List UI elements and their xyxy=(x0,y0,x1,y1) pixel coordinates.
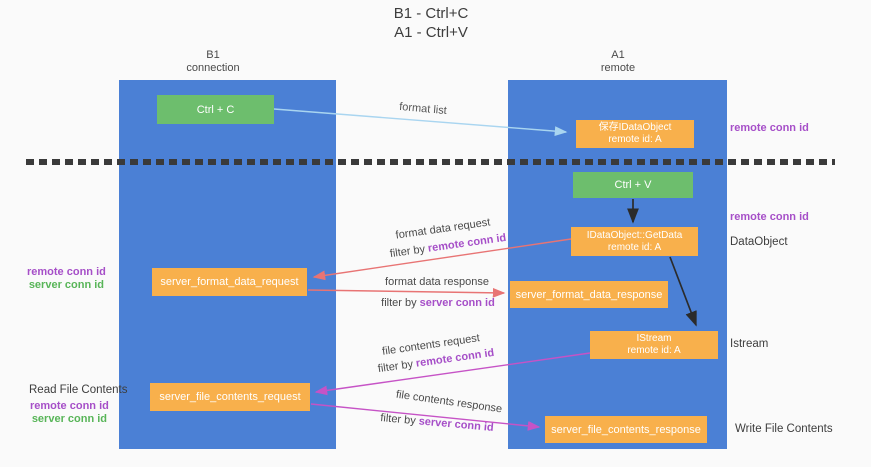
write-file-contents-label: Write File Contents xyxy=(735,423,833,435)
format-data-response-label: format data response xyxy=(385,276,489,288)
filter-by-prefix: filter by xyxy=(389,243,426,261)
remote-conn-id-label-top: remote conn id xyxy=(730,122,809,134)
arrow-format-data-response xyxy=(307,287,506,298)
copy-paste-divider-line xyxy=(26,159,835,165)
title-line-2: A1 - Ctrl+V xyxy=(394,24,468,41)
server-file-contents-response-box: server_file_contents_response xyxy=(545,416,707,443)
getdata-remote-id: remote id: A xyxy=(607,241,662,253)
istream-side-label: Istream xyxy=(730,338,769,350)
istream-label: IStream xyxy=(636,333,672,344)
server-format-data-request-box: server_format_data_request xyxy=(152,268,307,296)
lane-a1-name: A1 xyxy=(611,49,625,61)
istream-box: IStream remote id: A xyxy=(590,331,718,359)
filter-server-conn-id: server conn id xyxy=(418,415,495,434)
ctrl-c-box: Ctrl + C xyxy=(157,95,274,124)
format-list-arrow-label: format list xyxy=(398,100,448,118)
file-contents-response-label: file contents response xyxy=(395,388,503,416)
title-line-1: B1 - Ctrl+C xyxy=(393,5,469,22)
conn-id-pair-format: remote conn id server conn id xyxy=(27,266,106,292)
server-file-contents-request-label: server_file_contents_request xyxy=(159,391,301,403)
lane-header-a1: A1 remote xyxy=(558,49,678,75)
lane-a1-role: remote xyxy=(600,62,636,74)
filter-server-conn-id: server conn id xyxy=(419,297,495,309)
diagram-title: B1 - Ctrl+C A1 - Ctrl+V xyxy=(331,4,531,42)
lane-header-b1: B1 connection xyxy=(153,49,273,75)
server-format-data-response-label: server_format_data_response xyxy=(515,288,663,301)
save-idataobject-label: 保存IDataObject xyxy=(598,122,672,133)
filter-by-prefix: filter by xyxy=(377,358,414,376)
ctrl-v-box: Ctrl + V xyxy=(573,172,693,198)
lane-b1-role: connection xyxy=(186,62,240,74)
ctrl-c-label: Ctrl + C xyxy=(196,103,235,116)
server-file-contents-request-box: server_file_contents_request xyxy=(150,383,310,411)
ctrl-v-label: Ctrl + V xyxy=(614,179,652,191)
filter-by-prefix: filter by xyxy=(379,412,417,428)
istream-remote-id: remote id: A xyxy=(627,345,681,356)
lane-b1-name: B1 xyxy=(206,49,220,61)
server-format-data-request-label: server_format_data_request xyxy=(160,276,299,288)
getdata-label: IDataObject::GetData xyxy=(586,229,683,241)
filter-by-prefix: filter by xyxy=(381,297,417,309)
save-idataobject-box: 保存IDataObject remote id: A xyxy=(576,120,694,148)
remote-conn-id-left-1: remote conn id xyxy=(27,266,106,278)
save-idataobject-remote-id: remote id: A xyxy=(608,134,662,145)
dataobject-label: DataObject xyxy=(730,236,788,248)
read-file-contents-label: Read File Contents xyxy=(29,384,128,396)
remote-conn-id-left-2: remote conn id xyxy=(30,400,109,412)
server-conn-id-left-2: server conn id xyxy=(31,413,108,425)
server-conn-id-left-1: server conn id xyxy=(28,279,105,291)
conn-id-pair-file: remote conn id server conn id xyxy=(30,400,109,426)
idataobject-getdata-box: IDataObject::GetData remote id: A xyxy=(571,227,698,256)
remote-conn-id-label-mid: remote conn id xyxy=(730,211,809,223)
server-file-contents-response-label: server_file_contents_response xyxy=(551,423,701,436)
server-format-data-response-box: server_format_data_response xyxy=(510,281,668,308)
